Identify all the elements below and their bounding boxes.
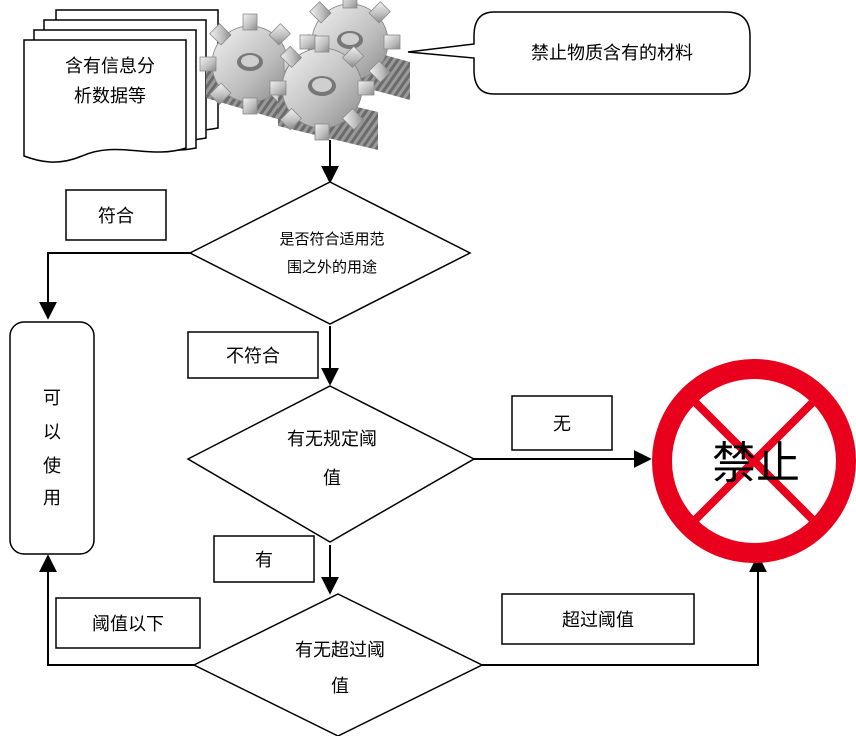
label-you: 有 bbox=[213, 535, 315, 583]
arrow-decision1-fuhe-to-allowed bbox=[39, 252, 190, 320]
decision-threshold-exceeded: 有无超过阈 值 bbox=[192, 593, 484, 736]
decision1-line1: 是否符合适用范 bbox=[279, 230, 384, 248]
document-front-sheet bbox=[23, 39, 187, 163]
outcome-allowed-char4: 用 bbox=[43, 488, 61, 509]
arrow-decision3-exceed-to-forbidden bbox=[482, 554, 767, 666]
decision1-line2: 围之外的用途 bbox=[287, 258, 377, 276]
label-bufuhe: 不符合 bbox=[187, 331, 319, 379]
label-below-threshold: 阈值以下 bbox=[55, 597, 201, 649]
decision2-line2: 值 bbox=[323, 468, 341, 489]
outcome-allowed-char1: 可 bbox=[43, 388, 61, 409]
decision-out-of-scope-use: 是否符合适用范 围之外的用途 bbox=[188, 181, 472, 325]
connectors bbox=[39, 140, 767, 666]
callout-text: 禁止物质含有的材料 bbox=[531, 43, 693, 64]
forbidden-text: 禁止 bbox=[712, 438, 800, 489]
label-exceed-threshold: 超过阈值 bbox=[501, 593, 695, 645]
label-wu: 无 bbox=[511, 395, 613, 451]
outcome-allowed-char3: 使 bbox=[43, 456, 61, 477]
outcome-allowed-char2: 以 bbox=[43, 422, 61, 443]
label-fuhe: 符合 bbox=[65, 189, 167, 241]
label-wu-text: 无 bbox=[553, 414, 571, 435]
prohibition-sign-icon: 禁止 bbox=[652, 359, 856, 563]
label-below-text: 阈值以下 bbox=[92, 614, 164, 635]
decision3-line1: 有无超过阈 bbox=[295, 640, 385, 661]
label-bufuhe-text: 不符合 bbox=[226, 346, 280, 367]
decision-threshold-defined: 有无规定阈 值 bbox=[186, 385, 476, 543]
document-stack: 含有信息分 析数据等 bbox=[23, 9, 219, 163]
decision3-line2: 值 bbox=[331, 676, 349, 697]
label-exceed-text: 超过阈值 bbox=[562, 610, 634, 631]
label-you-text: 有 bbox=[255, 550, 273, 571]
callout-bubble: 禁止物质含有的材料 bbox=[407, 11, 751, 95]
label-fuhe-text: 符合 bbox=[98, 206, 134, 227]
document-label-line2: 析数据等 bbox=[74, 86, 146, 107]
decision2-line1: 有无规定阈 bbox=[287, 429, 377, 450]
arrow-decision3-below-to-allowed bbox=[39, 554, 194, 666]
outcome-allowed: 可 以 使 用 bbox=[9, 321, 95, 555]
document-label-line1: 含有信息分 bbox=[65, 56, 155, 77]
gears-icon bbox=[199, 0, 410, 150]
